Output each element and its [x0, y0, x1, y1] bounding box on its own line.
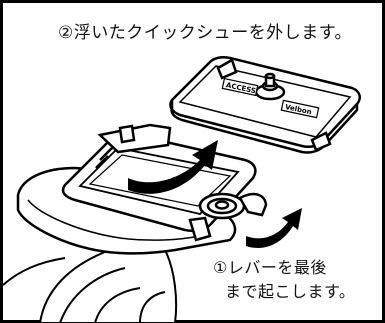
step1-caption-line1: ①レバーを最後	[213, 258, 327, 277]
step1-caption: ①レバーを最後 まで起こします。	[213, 256, 355, 304]
plate-labels	[221, 77, 320, 119]
step2-caption: ②浮いたクイックシューを外します。	[58, 23, 353, 43]
step1-caption-line2: まで起こします。	[225, 282, 356, 301]
quick-shoe-plate	[169, 55, 361, 154]
lift-plate-arrow	[128, 140, 218, 194]
tripod-legs	[2, 249, 178, 323]
release-lever-knob	[188, 192, 268, 242]
raise-lever-arrow	[246, 208, 302, 248]
